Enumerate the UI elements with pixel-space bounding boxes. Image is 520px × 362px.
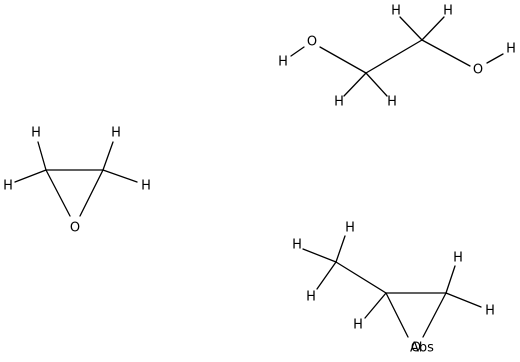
bond [37,141,47,171]
atom-label-h: H [443,4,453,19]
bond [364,292,387,319]
bond [79,169,104,217]
ethylene-glycol-molecule: H O H H H H O H [278,4,516,110]
bond [290,46,305,57]
atom-label-h: H [387,95,397,110]
atom-label-h: H [306,290,316,305]
bond [302,248,337,263]
bond [102,169,138,183]
bond [335,235,346,263]
atom-label-h: H [391,4,401,19]
bond [343,72,367,97]
bond [385,292,409,338]
bond [102,141,114,171]
atom-label-o: O [411,341,421,356]
atom-label-h: H [31,126,41,141]
atom-label-h: H [334,95,344,110]
bond [445,292,482,308]
atom-label-h: H [453,251,463,266]
bond [421,39,471,67]
bond [14,169,47,183]
atom-label-h: H [111,126,121,141]
atom-label-o: O [70,221,80,236]
bond [45,169,71,217]
atom-label-o: O [473,63,483,78]
bond [421,16,445,41]
bond [365,39,423,74]
atom-label-h: H [353,318,363,333]
atom-label-h: H [292,238,302,253]
atom-label-h: H [141,179,151,194]
atom-label-h: H [3,179,13,194]
atom-label-h: H [278,55,288,70]
bond [365,72,388,97]
bond [319,46,367,74]
propylene-oxide-molecule: H H H H H H O Abs [292,221,495,356]
ethylene-oxide-molecule: H H H H O [3,126,151,236]
bond [422,292,447,338]
bond [399,16,423,41]
bond [335,261,387,294]
atom-label-h: H [485,304,495,319]
bond [445,265,456,294]
atom-label-h: H [506,42,516,57]
stereo-abs-label: Abs [410,341,434,356]
bond [316,261,337,290]
bond [486,53,504,64]
atom-label-h: H [345,221,355,236]
atom-label-o: O [307,35,317,50]
